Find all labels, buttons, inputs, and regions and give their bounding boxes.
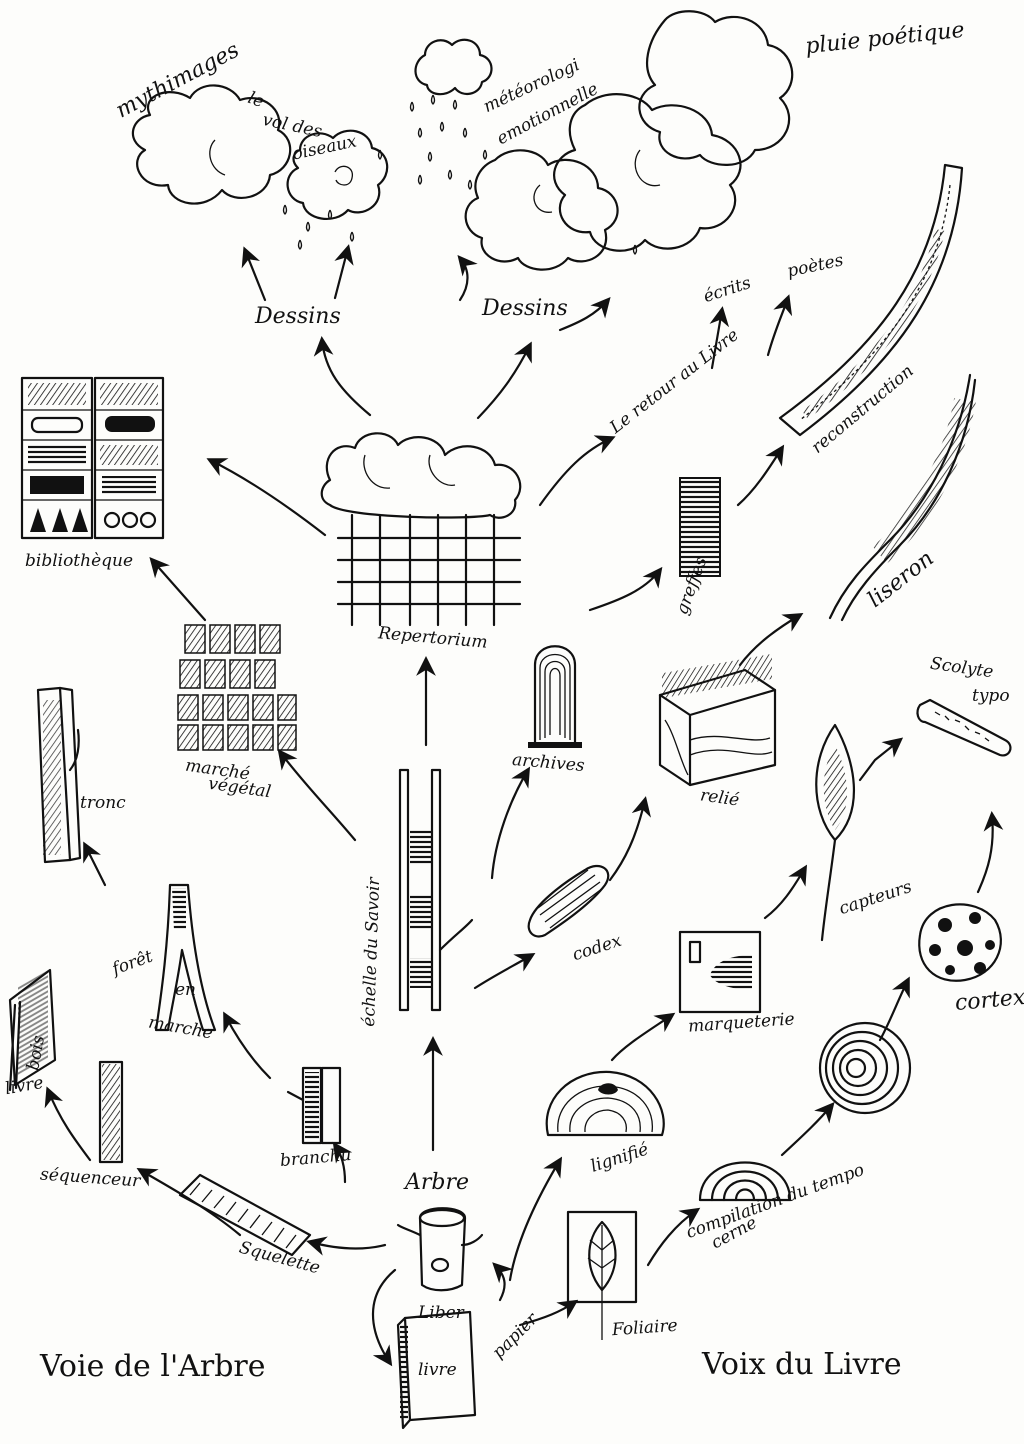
rain-drops-icon — [284, 95, 637, 254]
scolyte-typo-icon — [918, 700, 1011, 755]
label-livre-book: livre — [418, 1362, 457, 1379]
marche-vegetal-icon — [178, 625, 296, 750]
title-voie-de-l-arbre: Voie de l'Arbre — [40, 1352, 266, 1382]
title-voix-du-livre: Voix du Livre — [702, 1350, 902, 1380]
cloud-meteorologie-icon — [415, 40, 491, 94]
label-cortex: cortex — [954, 987, 1024, 1015]
label-arbre: Arbre — [405, 1172, 469, 1194]
lignifie-icon — [547, 1072, 664, 1135]
label-dessins-left: Dessins — [255, 306, 341, 328]
sequenceur-icon — [100, 1062, 122, 1162]
liber-stump-icon — [398, 1208, 482, 1290]
marqueterie-icon — [680, 932, 760, 1012]
codex-icon — [529, 866, 609, 937]
branchu-icon — [288, 1068, 340, 1143]
label-dessins-right: Dessins — [482, 298, 568, 320]
echelle-du-savoir-icon — [400, 770, 472, 1010]
relie-icon — [660, 654, 775, 785]
tronc-icon — [38, 688, 80, 862]
label-foliaire: Foliaire — [611, 1318, 678, 1340]
archives-icon — [528, 646, 582, 748]
cerne-disc-icon — [820, 1023, 910, 1113]
repertorium-icon — [322, 433, 520, 625]
foret-en-marche-icon — [156, 885, 215, 1030]
label-liber: Liber — [418, 1305, 464, 1322]
label-foret-2: en — [175, 982, 196, 999]
livre-bois-icon — [10, 969, 55, 1090]
label-scolyte-2: typo — [972, 688, 1010, 705]
label-tronc: tronc — [80, 795, 126, 812]
cortex-icon — [919, 904, 1001, 980]
label-bibliotheque: bibliothèque — [25, 553, 133, 570]
bibliotheque-icon — [22, 378, 163, 538]
